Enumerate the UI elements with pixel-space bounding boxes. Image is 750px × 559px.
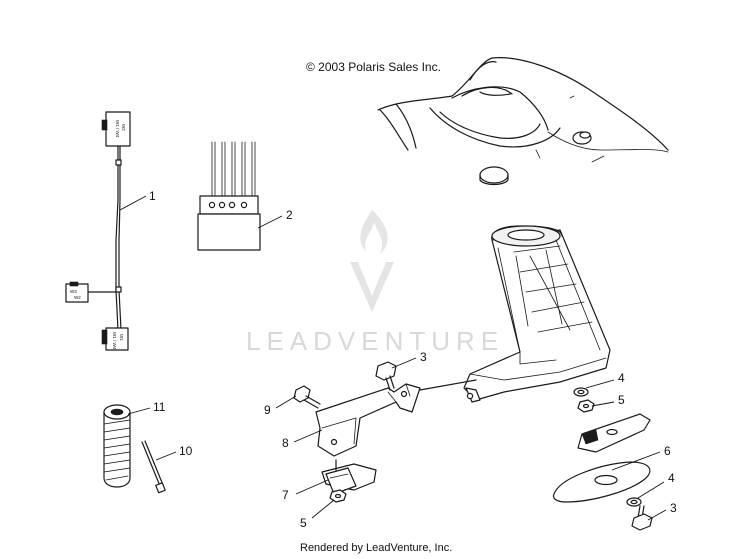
washer-4-upper — [573, 387, 589, 397]
wiring-harness: W1 / W4 W2 W3 W2 W1 / W4 W1 — [65, 111, 131, 351]
clamp-7 — [321, 459, 377, 495]
nut-5-upper — [577, 399, 595, 413]
connector-bottom-sublabel: W1 — [119, 334, 124, 341]
callout-label-2: 2 — [286, 208, 293, 222]
callout-10: 10 — [155, 444, 193, 461]
callout-7: 7 — [282, 479, 329, 502]
connector-middle-sublabel: W2 — [74, 295, 81, 300]
flame-icon — [360, 210, 388, 254]
chevron-logo-icon — [350, 262, 394, 312]
callout-11: 11 — [127, 400, 166, 415]
callout-6: 6 — [611, 444, 671, 471]
callout-3-upper: 3 — [391, 350, 427, 369]
vehicle-body — [377, 57, 669, 186]
callout-label-8: 8 — [282, 436, 289, 450]
bolt-3-upper — [375, 361, 397, 391]
steering-post-mount — [419, 225, 611, 403]
steering-arm-plate — [552, 413, 651, 503]
resistor-block — [197, 141, 261, 251]
callout-label-10: 10 — [179, 444, 193, 458]
callout-label-5-upper: 5 — [618, 393, 625, 407]
leadventure-watermark: LEADVENTURE — [246, 210, 504, 356]
harness-connector-top — [105, 111, 131, 147]
hose-sleeve — [103, 404, 131, 488]
connector-middle-label: W3 — [70, 289, 77, 294]
bolt-9 — [293, 385, 321, 409]
copyright-notice: © 2003 Polaris Sales Inc. — [306, 60, 441, 74]
callout-8: 8 — [282, 429, 323, 450]
callout-label-6: 6 — [664, 444, 671, 458]
callout-label-3-upper: 3 — [420, 350, 427, 364]
callout-9: 9 — [264, 395, 297, 417]
body-plug — [479, 166, 509, 184]
callout-label-1: 1 — [149, 189, 156, 203]
bolt-3-lower — [631, 505, 653, 531]
callout-4-lower: 4 — [637, 471, 675, 499]
callout-label-4-lower: 4 — [668, 471, 675, 485]
callout-label-7: 7 — [282, 488, 289, 502]
callout-label-4-upper: 4 — [618, 371, 625, 385]
callout-5-lower: 5 — [300, 499, 335, 530]
callout-4-upper: 4 — [585, 371, 625, 389]
callout-2: 2 — [257, 208, 293, 229]
watermark-text: LEADVENTURE — [246, 326, 504, 356]
connector-top-label: W1 / W4 — [115, 120, 120, 138]
footer-credit: Rendered by LeadVenture, Inc. — [300, 542, 453, 554]
connector-top-sublabel: W2 — [121, 124, 126, 131]
nut-5-lower — [329, 489, 347, 503]
washer-4-lower — [626, 497, 642, 507]
callout-label-5-lower: 5 — [300, 516, 307, 530]
callout-1: 1 — [119, 189, 156, 211]
cable-tie — [141, 440, 166, 494]
callout-label-3-lower: 3 — [670, 501, 677, 515]
callout-5-upper: 5 — [591, 393, 625, 407]
callout-3-lower: 3 — [647, 501, 677, 521]
connector-bottom-label: W1 / W4 — [112, 332, 117, 350]
callout-label-9: 9 — [264, 403, 271, 417]
callout-label-11: 11 — [153, 400, 166, 414]
mounting-bracket — [315, 383, 421, 457]
